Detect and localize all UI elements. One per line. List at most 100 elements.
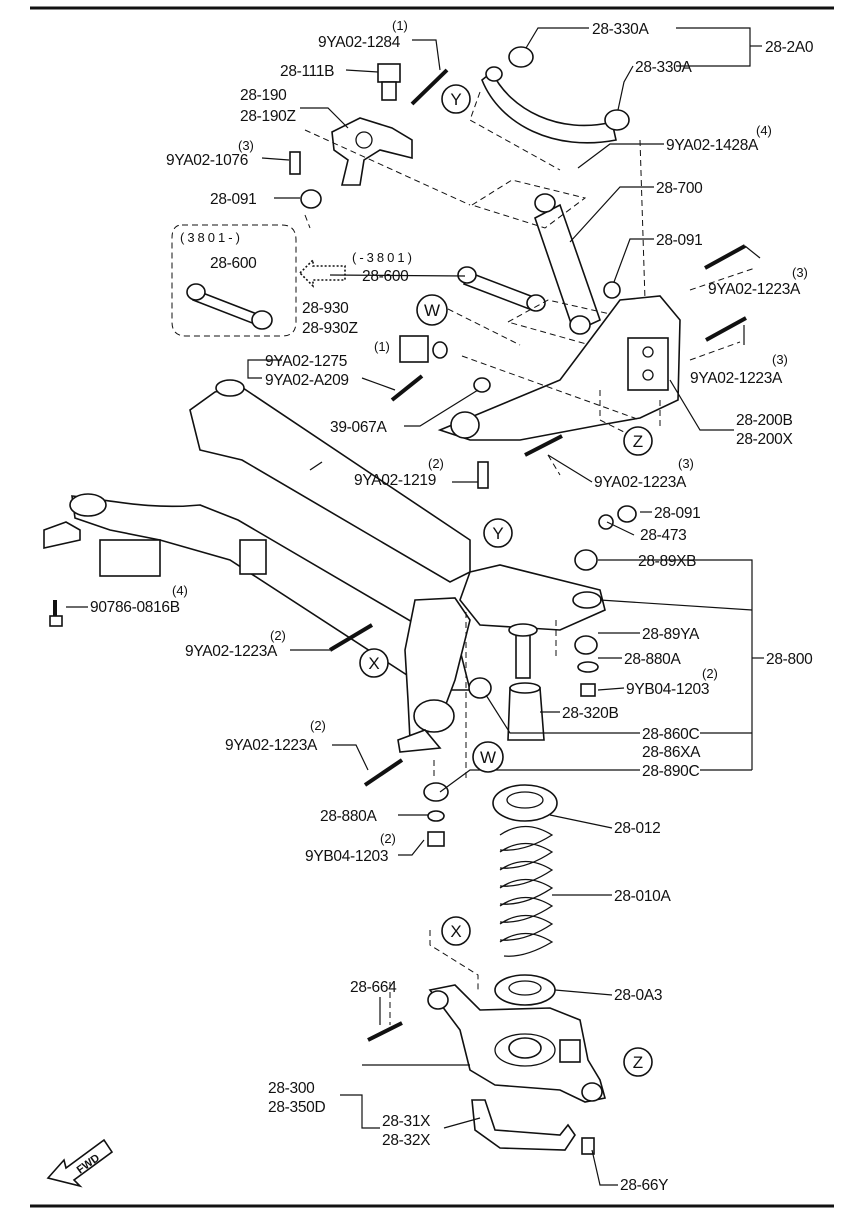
label-28-330a-top: 28-330A [592, 21, 649, 38]
label-9yb04-1203-right: 9YB04-1203 [626, 681, 709, 698]
bolt-1284 [410, 68, 449, 106]
qty-1284: (1) [392, 18, 408, 33]
ref-circle-z-mid [623, 426, 653, 456]
label-9ya02-1219: 9YA02-1219 [354, 472, 436, 489]
label-9ya02-1428a: 9YA02-1428A [666, 137, 759, 154]
ref-circle-z-low [623, 1047, 653, 1077]
ref-y-mid: Y [492, 524, 503, 543]
label-28-300: 28-300 [268, 1080, 315, 1097]
label-28-930z: 28-930Z [302, 320, 358, 337]
shock-rod [515, 629, 531, 679]
qty-1223a-1: (3) [792, 265, 808, 280]
label-28-66y: 28-66Y [620, 1177, 668, 1194]
label-9ya02-1223a-4: 9YA02-1223A [185, 643, 278, 660]
label-28-800: 28-800 [766, 651, 813, 668]
label-9ya02-1284: 9YA02-1284 [318, 34, 401, 51]
label-28-091-c: 28-091 [654, 505, 700, 522]
label-90786-0816b: 90786-0816B [90, 599, 180, 616]
ref-y-top: Y [450, 90, 461, 109]
label-28-32x: 28-32X [382, 1132, 431, 1149]
qty-1275: (1) [374, 339, 390, 354]
ref-circle-w-top [416, 294, 448, 326]
ref-circle-x-low [441, 916, 471, 946]
label-9ya02-1076: 9YA02-1076 [166, 152, 248, 169]
reference-markers: Y W Z Y X W X Z [359, 84, 653, 1077]
bracket-plate [627, 337, 669, 391]
label-28-330a-mid: 28-330A [635, 59, 692, 76]
leader-lines [66, 27, 764, 1186]
label-28-600-inset: 28-600 [210, 255, 257, 272]
qty-1428a: (4) [756, 123, 772, 138]
label-28-86xa: 28-86XA [642, 744, 701, 761]
direction-arrow-mid [298, 258, 346, 288]
qty-1203-left: (2) [380, 831, 396, 846]
bolt-1223a-3 [524, 434, 563, 457]
label-28-880a-right: 28-880A [624, 651, 681, 668]
bolt-1275 [390, 374, 424, 402]
label-9ya02-1223a-2: 9YA02-1223A [690, 370, 783, 387]
label-28-89ya: 28-89YA [642, 626, 700, 643]
bump-stop [507, 687, 545, 741]
ref-z-mid: Z [633, 432, 643, 451]
qty-1223a-4: (2) [270, 628, 286, 643]
label-9ya02-1223a-1: 9YA02-1223A [708, 281, 801, 298]
ref-x-low: X [450, 922, 461, 941]
label-9ya02-1223a-3: 9YA02-1223A [594, 474, 687, 491]
mount-bracket [459, 564, 606, 631]
label-28-012: 28-012 [614, 820, 660, 837]
qty-0816b: (4) [172, 583, 188, 598]
ref-x-mid: X [368, 654, 379, 673]
qty-1076: (3) [238, 138, 254, 153]
label-28-010a: 28-010A [614, 888, 671, 905]
bolt-1223a-5 [363, 758, 404, 787]
label-9yb04-1203-left: 9YB04-1203 [305, 848, 388, 865]
ref-circle-w-mid [472, 741, 504, 773]
bolt-1223a-2 [705, 316, 747, 342]
label-28-2a0: 28-2A0 [765, 39, 814, 56]
shock-absorber [534, 203, 601, 334]
label-28-860c: 28-860C [642, 726, 699, 743]
qty-1223a-5: (2) [310, 718, 326, 733]
label-3801-to: (-3801) [352, 250, 415, 265]
qty-1203-right: (2) [702, 666, 718, 681]
ref-circle-y-mid [483, 518, 513, 548]
spring-seat-upper [492, 784, 558, 822]
ref-w-top: W [424, 301, 440, 320]
ref-circle-x-mid [359, 648, 389, 678]
label-28-091-b: 28-091 [656, 232, 702, 249]
inset-frame [171, 224, 297, 337]
label-28-111b: 28-111B [280, 63, 334, 80]
coil-spring [499, 825, 554, 957]
label-28-320b: 28-320B [562, 705, 619, 722]
qty-1223a-2: (3) [772, 352, 788, 367]
label-28-0a3: 28-0A3 [614, 987, 662, 1004]
bolt-664 [367, 1021, 403, 1042]
bushing-930 [399, 335, 429, 363]
label-28-200b: 28-200B [736, 412, 793, 429]
spring-seat-lower [494, 974, 556, 1006]
ref-z-low: Z [633, 1053, 643, 1072]
ref-circle-y-top [441, 84, 471, 114]
label-9ya02-a209: 9YA02-A209 [265, 372, 349, 389]
label-28-600: 28-600 [362, 268, 409, 285]
label-28-89xb: 28-89XB [638, 553, 696, 570]
label-28-473: 28-473 [640, 527, 686, 544]
qty-1223a-3: (3) [678, 456, 694, 471]
label-28-190: 28-190 [240, 87, 287, 104]
label-39-067a: 39-067A [330, 419, 387, 436]
crossmember [189, 385, 471, 583]
bolt-1223a-4 [328, 623, 374, 652]
part-labels: (1) 9YA02-1284 28-111B 28-190 28-190Z (3… [90, 18, 814, 1194]
upper-arm [481, 70, 617, 144]
fwd-arrow: FWD [46, 1138, 114, 1188]
label-28-091-a: 28-091 [210, 191, 256, 208]
label-9ya02-1223a-5: 9YA02-1223A [225, 737, 318, 754]
lower-arm-plate [471, 1099, 576, 1151]
parts-illustration [43, 46, 756, 1155]
mount-rubber-upper [574, 549, 598, 571]
ref-w-mid: W [480, 748, 496, 767]
label-28-190z: 28-190Z [240, 108, 296, 125]
bump-stopper [377, 63, 401, 83]
label-3801-from: (3801-) [180, 230, 243, 245]
